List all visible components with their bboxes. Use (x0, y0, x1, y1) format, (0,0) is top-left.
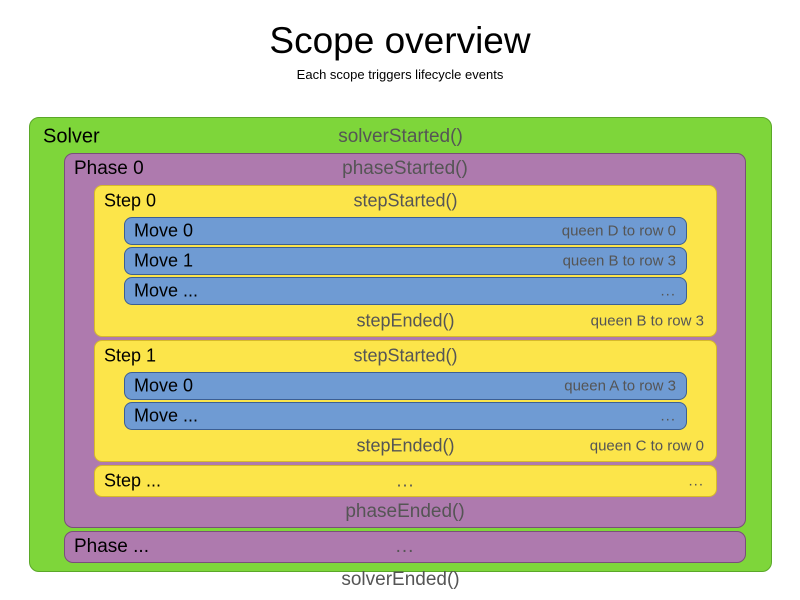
step-1-header-row: Step 1 stepStarted() (95, 341, 716, 371)
step-more-header-row: Step ... ... ... (95, 466, 716, 496)
move-scope-0-2[interactable]: Move ... ... (124, 277, 687, 305)
step-more-event: ... (396, 470, 415, 491)
move-list-step-1: Move 0 queen A to row 3 Move ... ... (95, 371, 716, 431)
move-label: Move ... (134, 280, 199, 301)
step-0-ended-value: queen B to row 3 (590, 312, 704, 330)
phase-0-header-row: Phase 0 phaseStarted() (65, 154, 745, 184)
solver-ended-event: solverEnded() (341, 569, 460, 590)
phase-more-label: Phase ... (74, 536, 149, 557)
move-value: ... (660, 282, 676, 300)
phase-0-label: Phase 0 (74, 158, 144, 179)
step-more-value: ... (688, 472, 704, 490)
phase-0-footer-row: phaseEnded() (65, 497, 745, 527)
solver-started-event: solverStarted() (338, 125, 463, 147)
solver-header-row: Solver solverStarted() (34, 121, 767, 152)
move-label: Move 0 (134, 220, 194, 241)
step-scope-1[interactable]: Step 1 stepStarted() Move 0 queen A to r… (94, 340, 717, 462)
move-label: Move 0 (134, 375, 194, 396)
phase-more-header-row: Phase ... ... (65, 532, 745, 562)
step-list-phase-0: Step 0 stepStarted() Move 0 queen D to r… (65, 184, 745, 497)
step-1-footer-row: stepEnded() queen C to row 0 (95, 431, 716, 461)
move-value: queen B to row 3 (562, 252, 676, 270)
solver-footer-row: solverEnded() (34, 563, 767, 597)
step-0-started-event: stepStarted() (353, 190, 458, 211)
step-scope-more[interactable]: Step ... ... ... (94, 465, 717, 497)
step-1-started-event: stepStarted() (353, 345, 458, 366)
step-0-footer-row: stepEnded() queen B to row 3 (95, 306, 716, 336)
phase-0-started-event: phaseStarted() (342, 158, 468, 179)
step-1-ended-value: queen C to row 0 (589, 437, 704, 455)
page-title: Scope overview (269, 20, 531, 61)
move-label: Move 1 (134, 250, 194, 271)
solver-label: Solver (43, 125, 100, 147)
phase-list: Phase 0 phaseStarted() Step 0 stepStarte… (34, 152, 767, 563)
page-header: Scope overview Each scope triggers lifec… (0, 0, 800, 82)
step-1-label: Step 1 (104, 345, 157, 366)
move-label: Move ... (134, 405, 199, 426)
move-scope-0-0[interactable]: Move 0 queen D to row 0 (124, 217, 687, 245)
phase-scope-0[interactable]: Phase 0 phaseStarted() Step 0 stepStarte… (64, 153, 746, 528)
move-scope-1-1[interactable]: Move ... ... (124, 402, 687, 430)
move-value: queen A to row 3 (564, 377, 676, 395)
solver-scope[interactable]: Solver solverStarted() Phase 0 phaseStar… (29, 117, 772, 590)
phase-more-event: ... (395, 536, 415, 557)
step-0-header-row: Step 0 stepStarted() (95, 186, 716, 216)
step-0-label: Step 0 (104, 190, 157, 211)
move-list-step-0: Move 0 queen D to row 0 Move 1 queen B t… (95, 216, 716, 306)
step-scope-0[interactable]: Step 0 stepStarted() Move 0 queen D to r… (94, 185, 717, 337)
move-scope-0-1[interactable]: Move 1 queen B to row 3 (124, 247, 687, 275)
move-scope-1-0[interactable]: Move 0 queen A to row 3 (124, 372, 687, 400)
page-subtitle: Each scope triggers lifecycle events (296, 66, 504, 82)
move-value: ... (660, 407, 676, 425)
phase-0-ended-event: phaseEnded() (345, 501, 465, 522)
move-value: queen D to row 0 (561, 222, 676, 240)
phase-scope-more[interactable]: Phase ... ... (64, 531, 746, 563)
step-more-label: Step ... (104, 470, 162, 491)
